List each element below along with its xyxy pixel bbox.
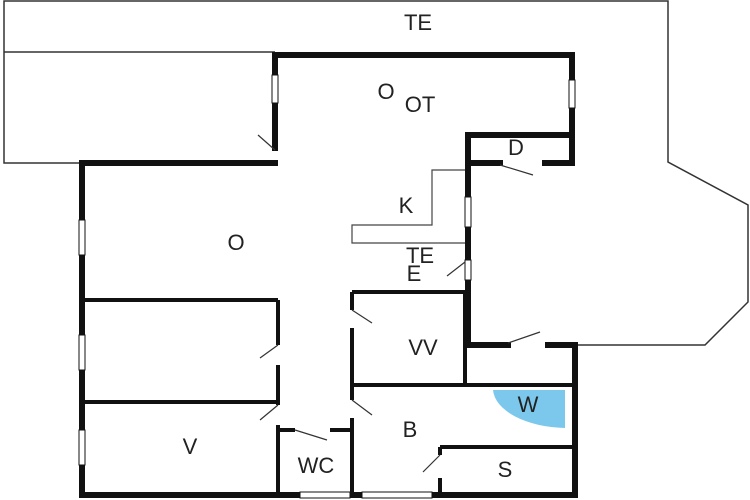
room-label-o-top: O — [377, 79, 395, 104]
room-label-v: V — [182, 434, 198, 459]
door-swings — [257, 134, 541, 473]
room-label-vv: VV — [408, 335, 438, 360]
room-label-ot: OT — [404, 92, 436, 117]
room-label-s: S — [497, 457, 513, 482]
room-label-d: D — [508, 135, 524, 160]
walls — [79, 52, 578, 498]
kitchen-counter — [351, 169, 465, 244]
room-label-o-living: O — [227, 230, 245, 255]
windows — [78, 74, 576, 499]
room-label-e: E — [406, 261, 422, 286]
interior-walls — [82, 290, 575, 495]
room-label-w: W — [517, 392, 539, 417]
wardrobe-arc — [493, 390, 565, 428]
room-label-te-top: TE — [403, 10, 433, 35]
room-label-k: K — [398, 193, 414, 218]
room-label-te-mid: TE — [405, 243, 435, 268]
room-label-b: B — [402, 417, 418, 442]
room-label-wc: WC — [297, 453, 335, 478]
